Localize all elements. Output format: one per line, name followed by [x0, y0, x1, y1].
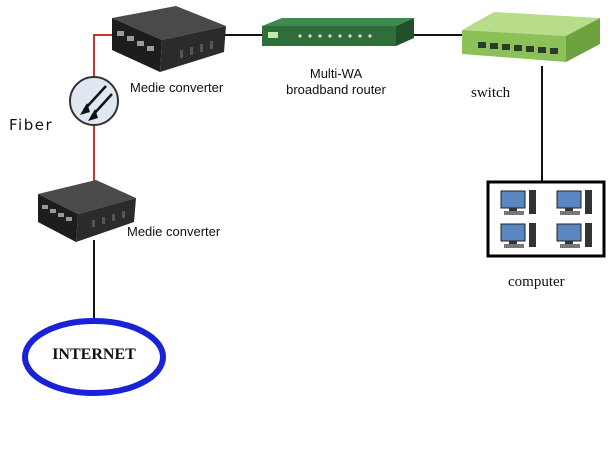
fiber-label: Fiber — [9, 116, 54, 134]
computer-group-icon — [486, 180, 606, 258]
media-converter-top-label: Medie converter — [130, 80, 224, 95]
fiber-line-top — [93, 34, 118, 82]
media-converter-bottom-label: Medie converter — [127, 224, 221, 239]
computer-icon — [556, 190, 592, 215]
internet-ellipse-icon — [22, 318, 166, 396]
fiber-arrows-icon — [69, 76, 119, 126]
router-label-line1: Multi-WA — [309, 66, 363, 81]
router-label-line2: broadband router — [286, 82, 386, 97]
router-icon — [262, 18, 414, 46]
computer-label: computer — [508, 274, 565, 290]
network-switch-icon — [462, 12, 600, 62]
internet-label: INTERNET — [52, 346, 136, 363]
switch-label: switch — [471, 85, 511, 101]
media-converter-icon — [38, 180, 136, 242]
computer-icon — [556, 223, 592, 248]
computer-icon — [500, 190, 536, 215]
computer-icon — [500, 223, 536, 248]
router-label: Multi-WA broadband router — [272, 66, 400, 98]
media-converter-icon — [112, 6, 226, 72]
